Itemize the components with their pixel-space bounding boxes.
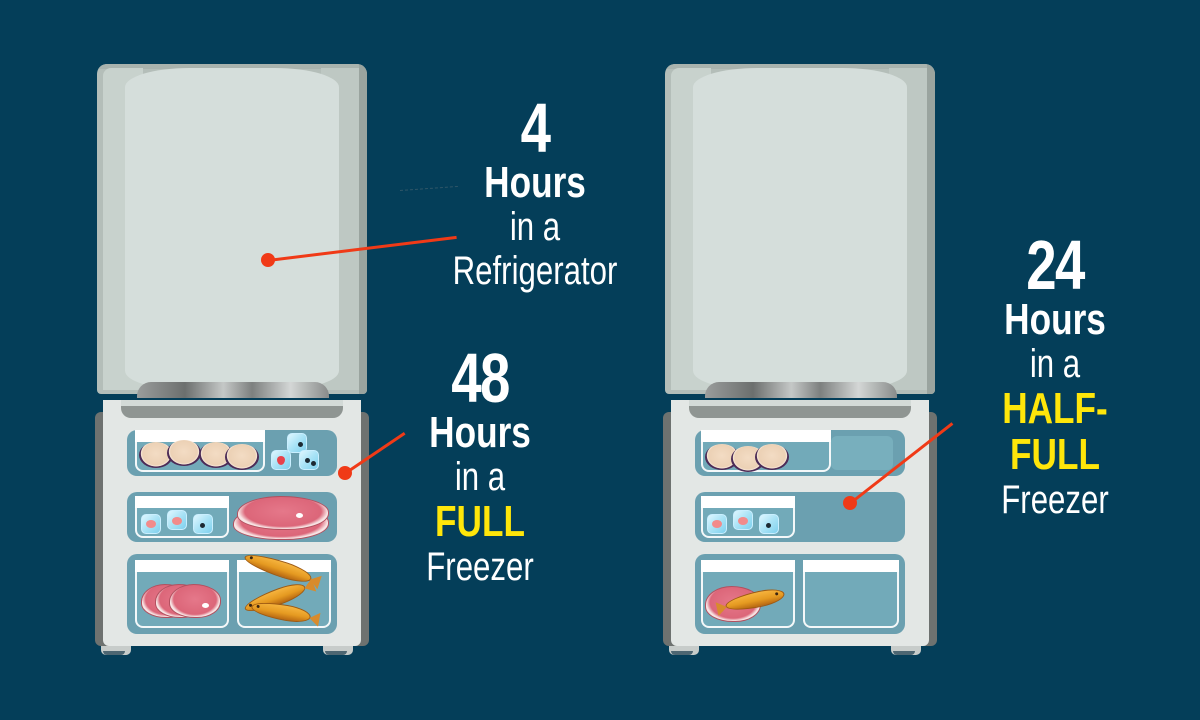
full-freezer-line-2: Freezer [426,545,534,589]
refrigerator-callout: 4 Hours in a Refrigerator [420,89,650,293]
freezer-shelf-1 [127,430,337,476]
half-freezer-highlight: HALF-FULL [1002,384,1108,479]
refrigerator-door [97,64,367,394]
freezer-shelf-1 [695,430,905,476]
half-freezer-line-1: in a [1029,342,1081,386]
eggplant-slice-icon [755,444,789,470]
frozen-shrimp-icon [141,514,161,534]
fridge-foot [669,646,699,655]
fridge-foot [891,646,921,655]
door-handle [705,382,897,398]
ham-slice-icon [237,496,329,530]
frozen-berries-icon [193,514,213,534]
full-freezer-line-1: in a [454,455,506,499]
freezer-shelf-3 [127,549,337,634]
frozen-berries-icon [759,514,779,534]
half-freezer-hours-number: 24 [1026,226,1085,304]
refrigerator-hours-unit: Hours [484,158,586,207]
ice-cube-icon [287,433,307,453]
door-handle [137,382,329,398]
frozen-shrimp-icon [707,514,727,534]
refrigerator-hours-number: 4 [520,89,551,167]
freezer-shelf-2 [695,492,905,542]
empty-freezer-bin [803,560,899,628]
frozen-shrimp-icon [733,510,753,530]
fridge-foot [323,646,353,655]
eggplant-slice-icon [225,444,259,470]
freezer-compartment [663,400,937,646]
half-freezer-line-2: Freezer [1001,478,1109,522]
frozen-strawberry-icon [271,450,291,470]
freezer-compartment [95,400,369,646]
refrigerator-line-1: in a [509,205,561,249]
eggplant-slice-icon [167,440,201,466]
empty-bay [831,436,893,470]
half-full-freezer-callout: 24 Hours in a HALF-FULL Freezer [945,226,1165,522]
ham-slice-icon [169,584,221,618]
fridge-foot [101,646,131,655]
full-freezer-highlight: FULL [435,497,525,546]
freezer-shelf-2 [127,492,337,542]
freezer-shelf-3 [695,554,905,634]
half-freezer-hours-unit: Hours [1004,295,1106,344]
frozen-shrimp-icon [167,510,187,530]
full-freezer-callout: 48 Hours in a FULL Freezer [380,339,580,589]
refrigerator-door [665,64,935,394]
full-freezer-hours-unit: Hours [429,408,531,457]
frozen-berries-icon [299,450,319,470]
refrigerator-line-2: Refrigerator [452,249,618,293]
full-freezer-hours-number: 48 [451,339,510,417]
